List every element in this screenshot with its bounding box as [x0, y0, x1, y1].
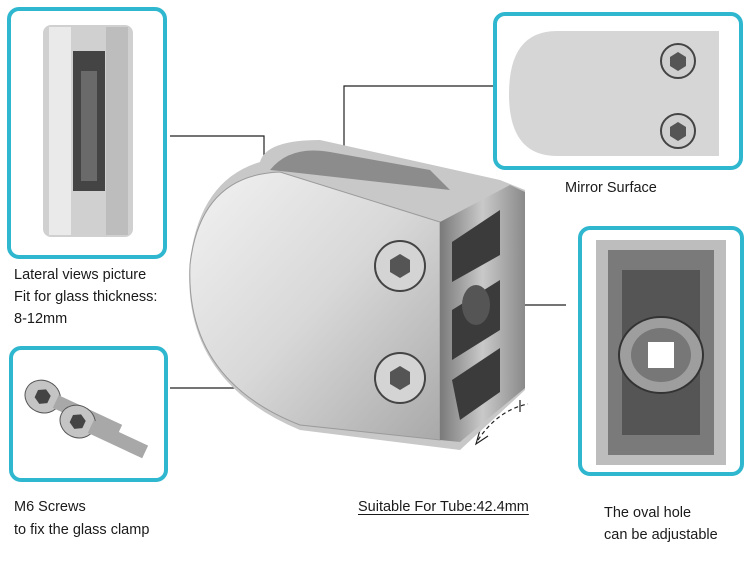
mirror-surface-image	[509, 31, 719, 156]
lateral-view-frame	[7, 7, 167, 259]
oval-hole-frame	[578, 226, 744, 476]
mirror-caption: Mirror Surface	[565, 180, 657, 196]
m6-screws-image	[24, 379, 149, 459]
tube-caption: Suitable For Tube:42.4mm	[358, 499, 529, 515]
oval-hole-image	[596, 240, 726, 465]
screws-frame	[9, 346, 168, 482]
oval-caption-line1: The oval hole	[604, 505, 692, 521]
mirror-surface-frame	[493, 12, 743, 170]
lateral-view-image	[43, 25, 133, 237]
oval-caption-line2: can be adjustable	[604, 527, 718, 543]
glass-clamp-main-image	[189, 140, 525, 450]
screws-caption-line2: to fix the glass clamp	[14, 522, 150, 538]
screws-caption-line1: M6 Screws	[14, 499, 86, 515]
lateral-caption-line2: Fit for glass thickness:	[14, 289, 158, 305]
lateral-caption-line3: 8-12mm	[14, 311, 68, 327]
lateral-caption-line1: Lateral views picture	[14, 267, 147, 283]
